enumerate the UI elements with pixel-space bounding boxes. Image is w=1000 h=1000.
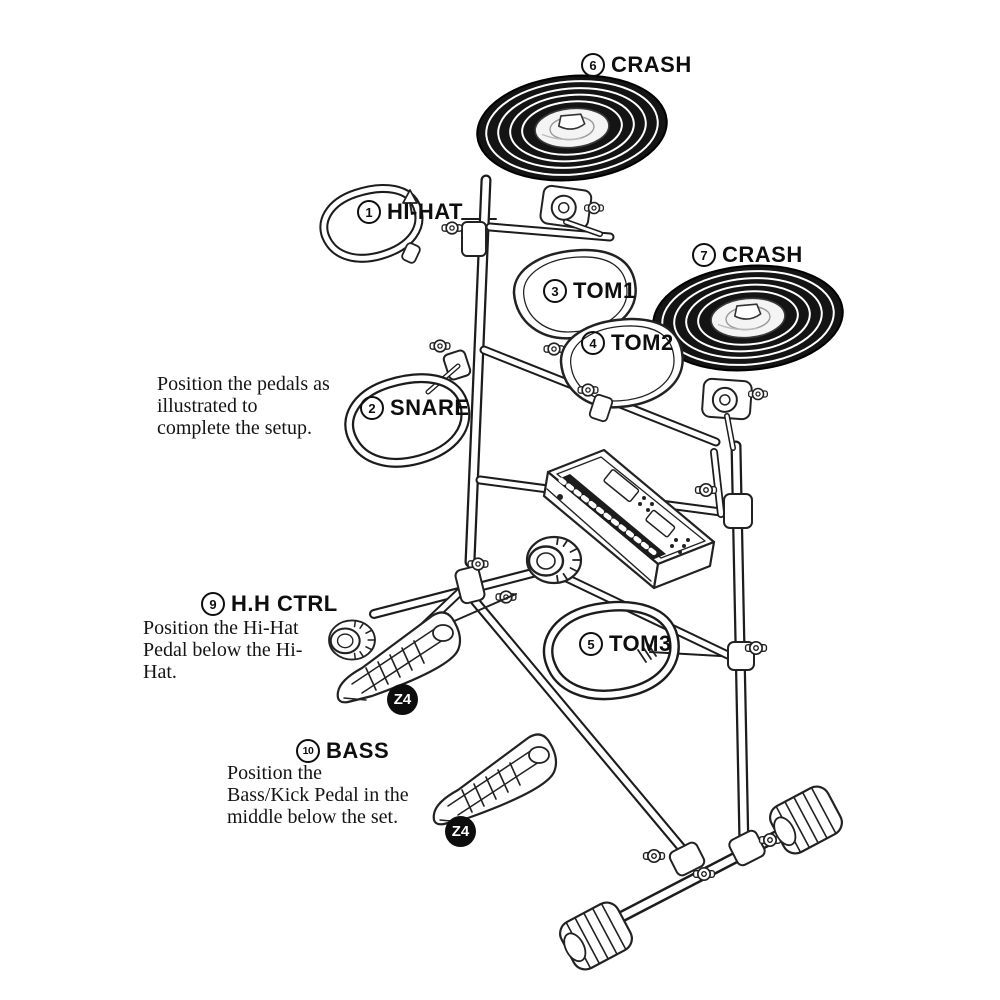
number-badge-snare: 2 (360, 396, 384, 420)
z4-badge-hi-hat-pedal: Z4 (387, 684, 418, 715)
tom3-pad (543, 599, 679, 702)
bass-kick-pedal (432, 733, 558, 826)
label-text-tom3: TOM3 (609, 631, 672, 656)
note-hi-hat-pedal: Position the Hi-Hat Pedal below the Hi- … (143, 617, 303, 683)
number-badge-hi-hat: 1 (357, 200, 381, 224)
label-text-hi-hat: HI-HAT (387, 199, 463, 224)
label-tom1: 3 TOM1 (543, 278, 636, 304)
hi-hat-control-pedal (328, 593, 517, 704)
number-badge-tom2: 4 (581, 331, 605, 355)
hi-hat-pad (317, 179, 427, 268)
note-bass-pedal: Position the Bass/Kick Pedal in the midd… (227, 762, 409, 828)
label-text-tom1: TOM1 (573, 278, 636, 303)
number-badge-tom1: 3 (543, 279, 567, 303)
label-text-tom2: TOM2 (611, 330, 674, 355)
base-foot-right (763, 780, 848, 860)
note-pedals: Position the pedals as illustrated to co… (157, 373, 330, 439)
label-hh-ctrl: 9 H.H CTRL (201, 591, 338, 617)
label-text-crash-top: CRASH (611, 52, 692, 77)
drum-module (542, 448, 716, 590)
z4-badge-bass-pedal: Z4 (445, 816, 476, 847)
label-text-snare: SNARE (390, 395, 470, 420)
label-tom2: 4 TOM2 (581, 330, 674, 356)
base-assembly (553, 780, 848, 976)
right-pole-clamps (694, 482, 768, 671)
label-crash-top: 6 CRASH (581, 52, 692, 78)
left-junction (454, 535, 583, 605)
label-text-crash-right: CRASH (722, 242, 803, 267)
number-badge-bass: 10 (296, 739, 320, 763)
label-text-hh-ctrl: H.H CTRL (231, 591, 338, 616)
number-badge-tom3: 5 (579, 632, 603, 656)
label-bass: 10 BASS (296, 738, 389, 764)
label-hi-hat: 1 HI-HAT (357, 199, 463, 225)
number-badge-crash-top: 6 (581, 53, 605, 77)
label-snare: 2 SNARE (360, 395, 470, 421)
label-crash-right: 7 CRASH (692, 242, 803, 268)
number-badge-hh-ctrl: 9 (201, 592, 225, 616)
snare-pad (341, 366, 474, 474)
label-text-bass: BASS (326, 738, 390, 763)
crash-cymbal-top (471, 66, 673, 190)
number-badge-crash-right: 7 (692, 243, 716, 267)
label-tom3: 5 TOM3 (579, 631, 672, 657)
crash-cymbal-top-assembly (471, 66, 673, 237)
tom2-pad (552, 306, 693, 423)
crash-cymbal-right-assembly (647, 256, 849, 451)
